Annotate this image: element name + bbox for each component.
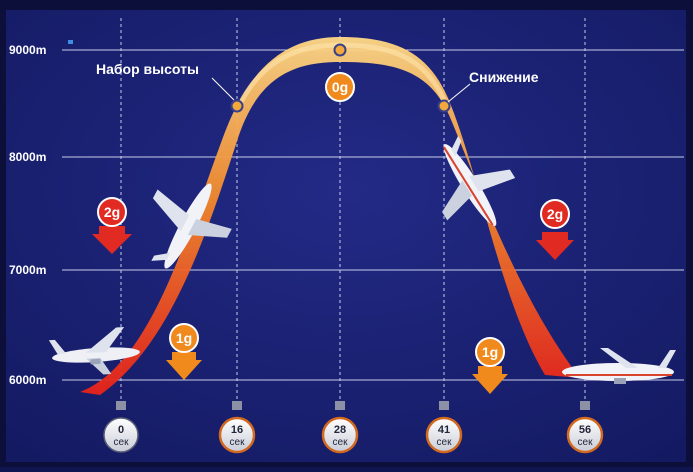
left-1g-arrow (166, 352, 202, 380)
marker-top (333, 43, 347, 57)
right-1g-arrow (472, 366, 508, 394)
right-1g-indicator: 1g (472, 337, 508, 394)
timer-28-unit: сек (333, 437, 349, 448)
timer-41-value: 41 (438, 424, 450, 436)
timer-41-unit: сек (437, 437, 453, 448)
left-2g-text: 2g (104, 204, 120, 220)
axis-marker (68, 40, 73, 44)
right-1g-text: 1g (482, 344, 498, 360)
altitude-labels: 9000m 8000m 7000m 6000m (9, 43, 46, 387)
left-1g-text: 1g (176, 330, 192, 346)
timer-0-unit: сек (114, 437, 130, 448)
right-2g-indicator: 2g (536, 199, 574, 260)
left-1g-indicator: 1g (166, 323, 202, 380)
right-2g-circle (540, 199, 570, 229)
zero-g-text: 0g (332, 79, 348, 95)
timer-16: 16 сек (218, 401, 256, 454)
timers: 0 сек 16 сек 28 сек 41 сек 56 сек (103, 401, 604, 454)
timer-16-value: 16 (231, 424, 243, 436)
timer-41: 41 сек (425, 401, 463, 454)
airplane-climbing-icon (151, 183, 232, 269)
climb-label: Набор высоты (96, 61, 199, 77)
climb-label-leader (211, 77, 235, 101)
left-1g-circle (169, 323, 199, 353)
timer-28: 28 сек (321, 401, 359, 454)
timer-16-unit: сек (230, 437, 246, 448)
right-2g-arrow (536, 232, 574, 260)
altitude-label-8000: 8000m (9, 150, 46, 164)
left-2g-circle (97, 197, 127, 227)
marker-climb (230, 99, 244, 113)
timer-0: 0 сек (103, 401, 139, 453)
right-1g-circle (475, 337, 505, 367)
zero-g-badge: 0g (325, 72, 355, 102)
right-2g-text: 2g (547, 206, 563, 222)
descent-label-leader (447, 83, 471, 103)
marker-descent (437, 99, 451, 113)
timer-56-value: 56 (579, 424, 591, 436)
timer-56-unit: сек (578, 437, 594, 448)
trajectory-ribbon (80, 37, 580, 395)
altitude-label-7000: 7000m (9, 263, 46, 277)
timer-28-value: 28 (334, 424, 346, 436)
airplane-level-right-icon (562, 348, 676, 384)
left-2g-arrow (92, 226, 132, 254)
timer-56: 56 сек (566, 401, 604, 454)
airplane-level-left-icon (48, 326, 140, 375)
left-2g-indicator: 2g (92, 197, 132, 254)
airplane-descending-icon (442, 135, 516, 226)
descent-label: Снижение (469, 69, 539, 85)
altitude-label-6000: 6000m (9, 373, 46, 387)
altitude-label-9000: 9000m (9, 43, 46, 57)
trajectory-markers (230, 43, 451, 113)
timer-0-value: 0 (118, 424, 124, 436)
